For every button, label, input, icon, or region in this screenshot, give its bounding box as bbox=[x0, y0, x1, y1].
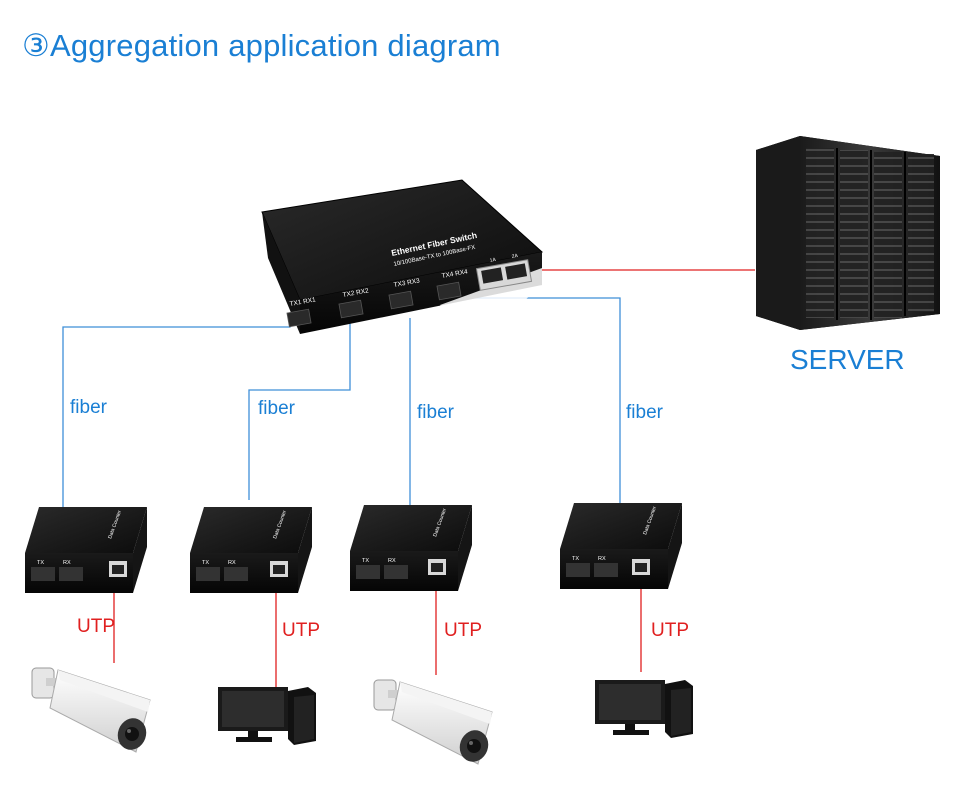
server-label: SERVER bbox=[790, 344, 905, 375]
ip-camera-icon bbox=[31, 667, 151, 753]
fiber-label-2: fiber bbox=[258, 398, 296, 419]
fiber-port-2 bbox=[338, 299, 364, 319]
converter-tx-label: TX bbox=[362, 558, 369, 564]
converter-rx-label: RX bbox=[63, 560, 71, 566]
converter-rx-label: RX bbox=[228, 560, 236, 566]
fiber-label-4: fiber bbox=[626, 402, 664, 423]
media-converter-1: TX RX Data Counter bbox=[25, 507, 147, 593]
rj45-ports: 1A 2A bbox=[475, 253, 533, 291]
desktop-computer-icon bbox=[595, 680, 693, 738]
utp-label-3: UTP bbox=[444, 620, 482, 641]
fiber-port-4 bbox=[436, 281, 462, 301]
converter-tx-label: TX bbox=[572, 556, 579, 562]
media-converter-2: TX RX Data Counter bbox=[190, 507, 312, 593]
rj45-label-2: 2A bbox=[511, 253, 519, 260]
fiber-link-2 bbox=[248, 318, 351, 500]
page-title: ③Aggregation application diagram bbox=[22, 28, 501, 63]
fiber-label-1: fiber bbox=[70, 397, 108, 418]
fiber-port-1 bbox=[286, 308, 312, 328]
switch-port-label-3: TX3 RX3 bbox=[393, 277, 421, 289]
media-converter-4: TX RX Data Counter bbox=[560, 503, 682, 589]
utp-label-4: UTP bbox=[651, 620, 689, 641]
converter-rx-label: RX bbox=[388, 558, 396, 564]
rj45-label-1: 1A bbox=[489, 257, 497, 264]
ip-camera-icon bbox=[373, 679, 493, 765]
converter-rx-label: RX bbox=[598, 556, 606, 562]
switch-port-label-1: TX1 RX1 bbox=[289, 296, 317, 308]
media-converter-3: TX RX Data Counter bbox=[350, 505, 472, 591]
server-rack bbox=[756, 136, 940, 330]
fiber-label-3: fiber bbox=[417, 402, 455, 423]
converter-tx-label: TX bbox=[37, 560, 44, 566]
switch-port-label-2: TX2 RX2 bbox=[342, 287, 370, 299]
utp-label-1: UTP bbox=[77, 616, 115, 637]
fiber-links bbox=[62, 297, 621, 510]
ethernet-fiber-switch: Ethernet Fiber Switch 10/100Base-TX to 1… bbox=[261, 179, 544, 340]
utp-label-2: UTP bbox=[282, 620, 320, 641]
switch-port-label-4: TX4 RX4 bbox=[441, 268, 469, 280]
desktop-computer-icon bbox=[218, 687, 316, 745]
fiber-port-3 bbox=[388, 290, 414, 310]
converter-tx-label: TX bbox=[202, 560, 209, 566]
